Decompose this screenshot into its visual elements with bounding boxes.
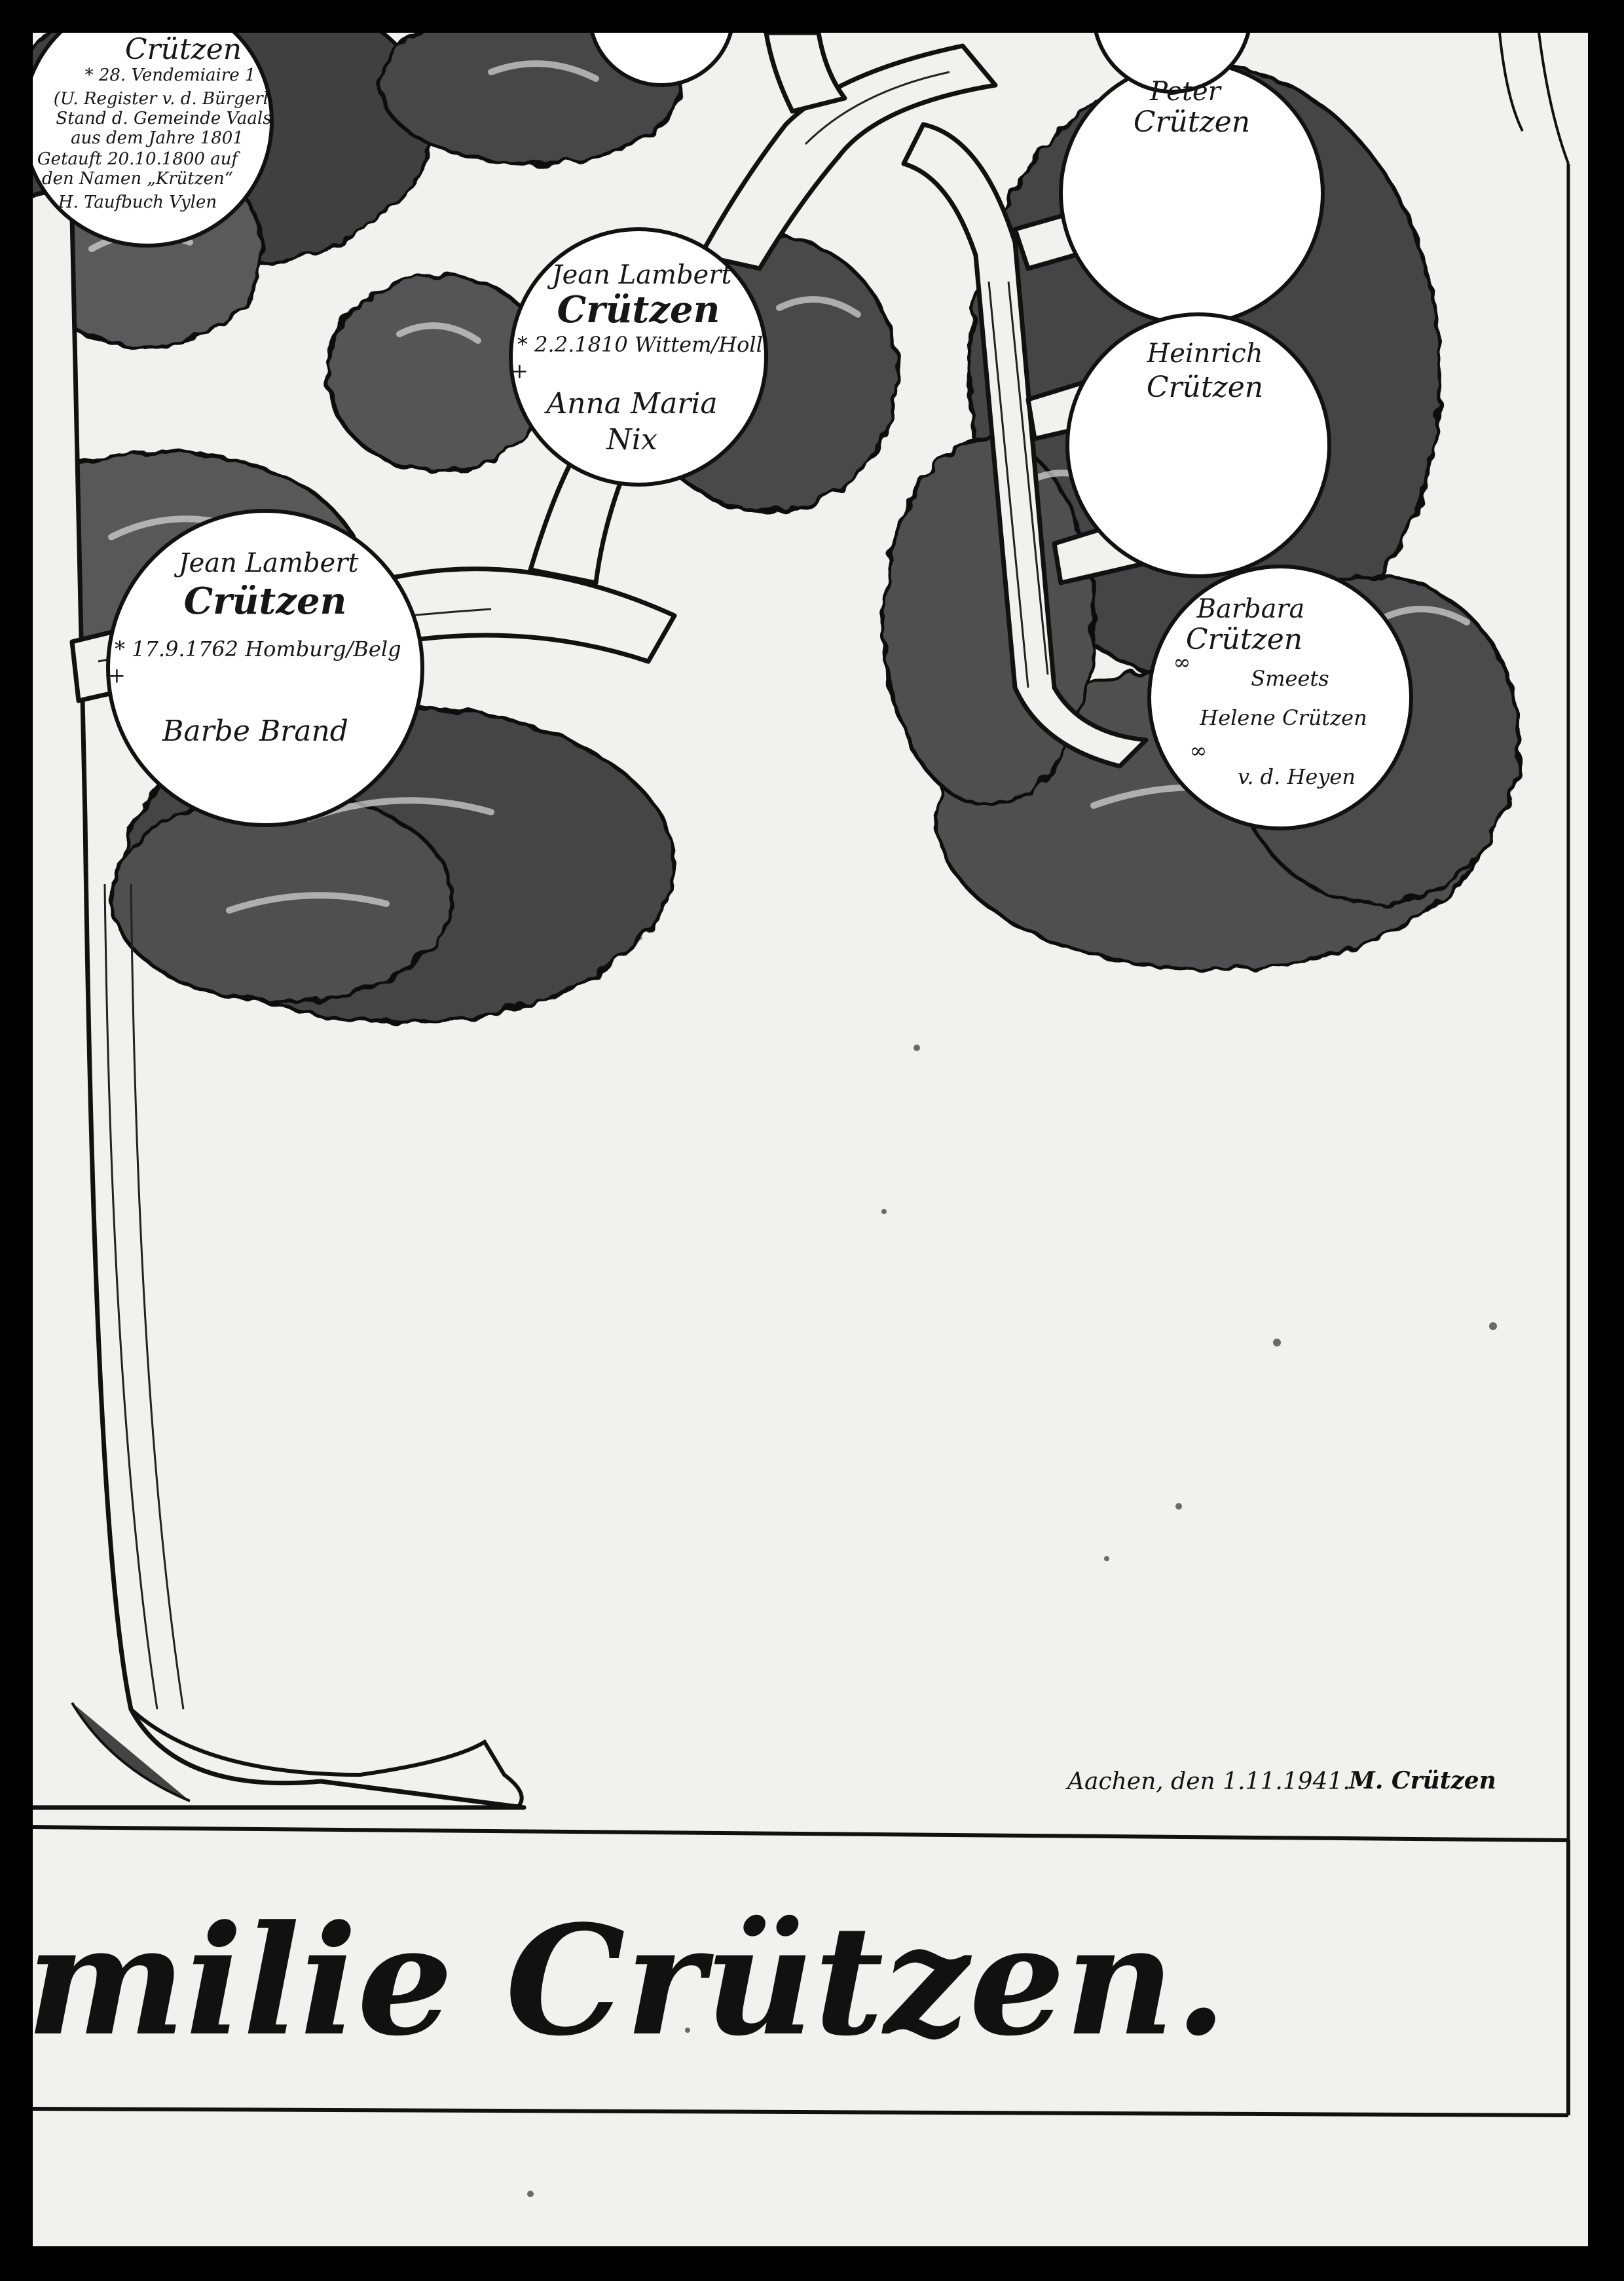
surname: Crützen — [557, 288, 720, 331]
top-left-line: H. Taufbuch Vylen — [58, 193, 217, 212]
marriage-symbol: ∞ — [1189, 738, 1208, 763]
banner-frame — [33, 1825, 1570, 2117]
first-name: Jean Lambert — [551, 260, 732, 290]
first-name: Heinrich — [1147, 339, 1263, 369]
title-banner: milie Crützen. — [33, 1827, 1575, 2142]
paper-specks — [527, 1045, 1497, 2197]
spouse-name: Barbe Brand — [162, 714, 348, 748]
top-left-line: (U. Register v. d. Bürgerl. — [53, 89, 274, 109]
second-person: Helene Crützen — [1200, 705, 1367, 730]
spouse-smeets: Smeets — [1251, 666, 1329, 691]
death-mark: + — [108, 663, 126, 688]
banner-title: milie Crützen. — [33, 1893, 1227, 2069]
document-sheet: Crützen * 28. Vendemiaire 1 (U. Register… — [33, 33, 1588, 2246]
birth-date: * 2.2.1810 Wittem/Holl — [517, 332, 763, 357]
top-left-name: Crützen — [124, 33, 242, 66]
top-left-line: den Namen „Krützen“ — [42, 169, 233, 189]
first-name: Jean Lambert — [178, 548, 359, 578]
first-name: Barbara — [1196, 594, 1305, 624]
spouse-heyen: v. d. Heyen — [1238, 764, 1356, 789]
surname: Crützen — [1185, 623, 1303, 656]
spouse-first-name: Anna Maria — [546, 387, 718, 420]
birth-date: * 17.9.1762 Homburg/Belg — [115, 637, 401, 661]
first-name: Peter — [1150, 77, 1221, 107]
surname: Crützen — [1146, 371, 1264, 404]
place-date: Aachen, den 1.11.1941. — [1067, 1768, 1350, 1795]
top-left-line: aus dem Jahre 1801 — [71, 128, 244, 148]
surname: Crützen — [1133, 105, 1251, 139]
family-tree-drawing — [33, 33, 1570, 2197]
surname: Crützen — [183, 580, 347, 623]
top-left-line: Stand d. Gemeinde Vaals — [56, 109, 272, 128]
top-left-line: * 28. Vendemiaire 1 — [84, 65, 256, 85]
marriage-symbol: ∞ — [1173, 650, 1191, 675]
death-mark: + — [511, 358, 528, 383]
circles — [33, 33, 1413, 830]
spouse-last-name: Nix — [606, 423, 657, 456]
top-left-line: Getauft 20.10.1800 auf — [37, 149, 238, 169]
signature-name: M. Crützen — [1349, 1767, 1496, 1794]
